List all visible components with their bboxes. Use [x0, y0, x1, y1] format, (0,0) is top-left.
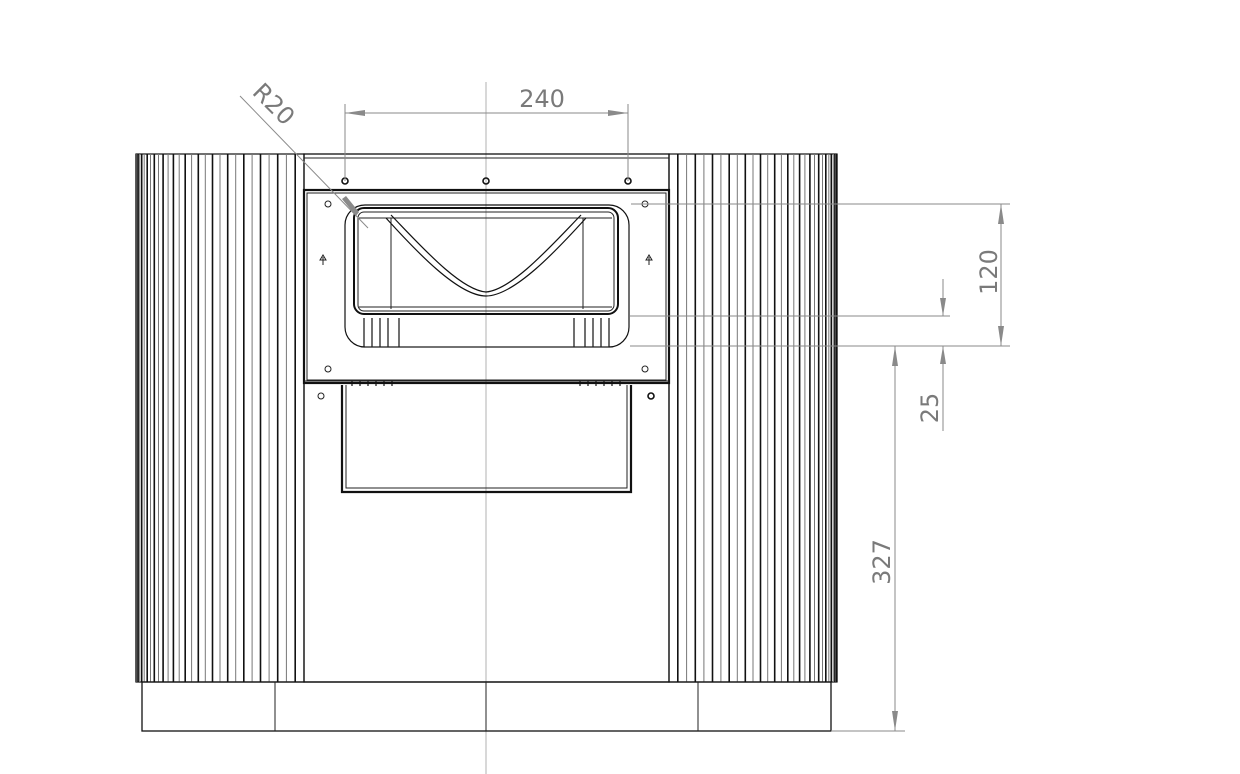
dimension-label-327: 327 [868, 539, 896, 585]
dimension-label-r20: R20 [247, 78, 300, 131]
pocket-hole [317, 392, 325, 400]
mounting-plate [302, 188, 671, 385]
handle-opening [344, 204, 630, 348]
plate-hole [641, 365, 649, 373]
plate-hole [324, 200, 332, 208]
pocket-hole [647, 392, 655, 400]
dimension-label-25: 25 [916, 393, 944, 424]
mounting-hole [482, 177, 490, 185]
dimension-width-240: 240 [344, 85, 629, 181]
plate-edge-ticks [351, 381, 621, 386]
base-plinth [141, 681, 832, 732]
right-fluted-panel [668, 153, 838, 683]
lower-pocket [317, 385, 655, 494]
dimension-label-120: 120 [975, 249, 1003, 295]
left-fluted-panel [135, 153, 305, 683]
up-arrow-icon [645, 254, 653, 265]
dimension-height-120: 120 [630, 203, 1010, 347]
dimension-height-327: 327 [831, 346, 905, 732]
dimension-offset-25: 25 [630, 279, 950, 431]
up-arrow-icon [319, 254, 327, 265]
dimension-label-240: 240 [519, 85, 565, 113]
plate-hole [324, 365, 332, 373]
